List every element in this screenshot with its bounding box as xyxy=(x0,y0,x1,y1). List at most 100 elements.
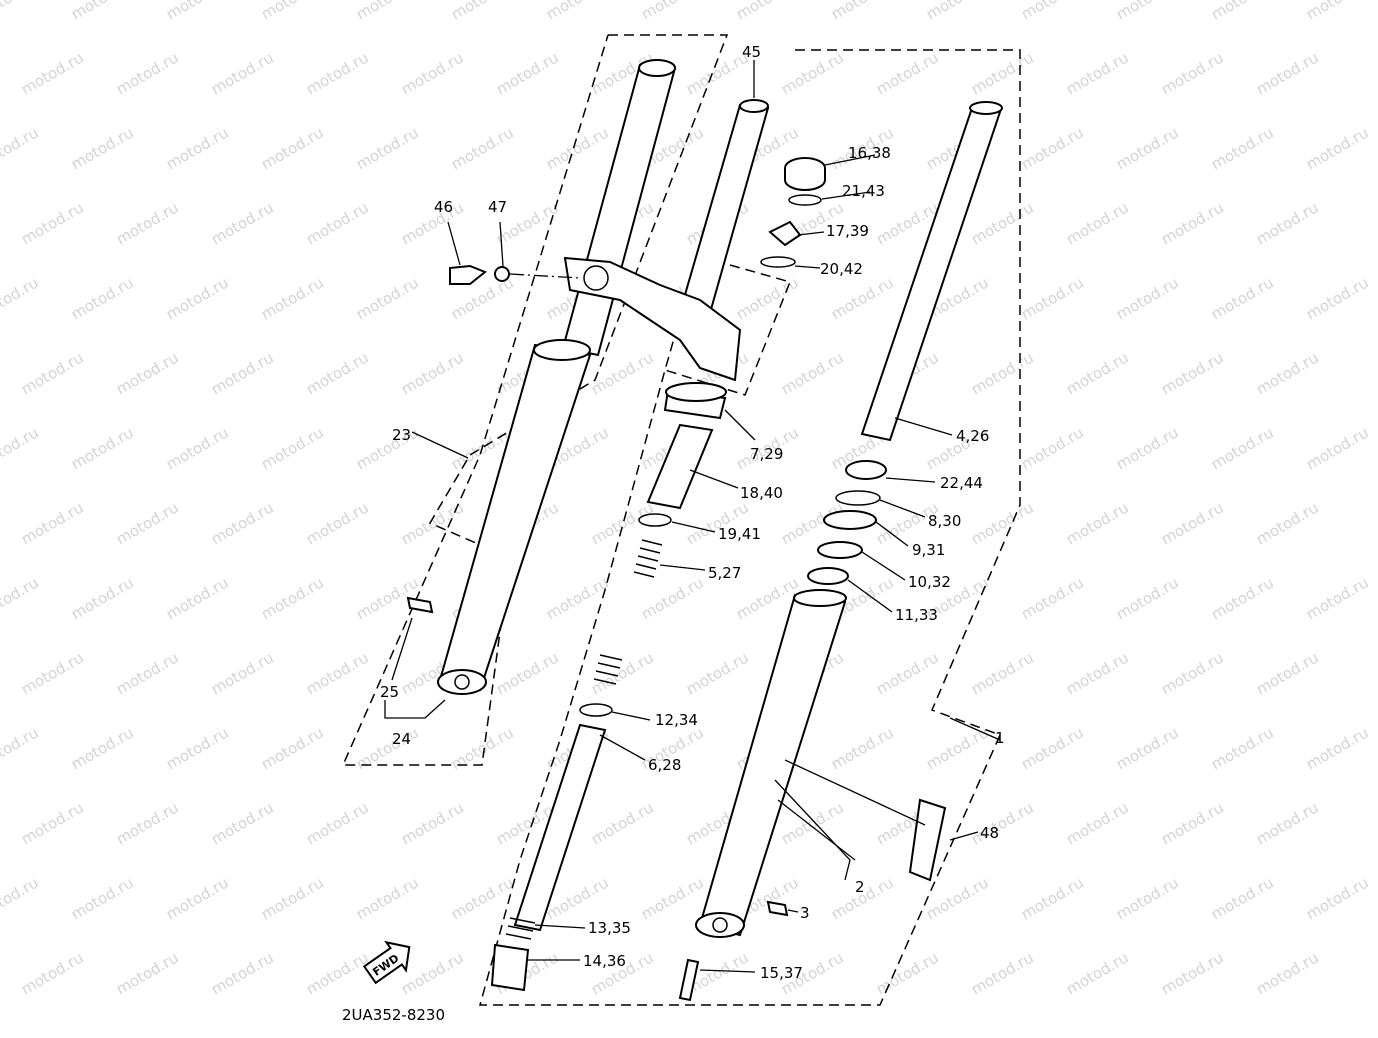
lead-7 xyxy=(724,409,756,441)
label-48: 48 xyxy=(980,824,999,842)
lead-21 xyxy=(821,191,871,200)
lead-48a xyxy=(784,759,926,826)
watermark-text: motod.ru xyxy=(1158,498,1227,548)
watermark-text: motod.ru xyxy=(968,48,1037,98)
watermark-text: motod.ru xyxy=(398,198,467,248)
watermark-text: motod.ru xyxy=(1113,873,1182,923)
watermark-text: motod.ru xyxy=(353,873,422,923)
watermark-text: motod.ru xyxy=(448,723,517,773)
watermark-text: motod.ru xyxy=(208,498,277,548)
watermark-text: motod.ru xyxy=(543,0,612,23)
oil-seal-9 xyxy=(823,510,877,530)
lead-9 xyxy=(875,521,909,547)
lead-17 xyxy=(797,231,825,236)
watermark-text: motod.ru xyxy=(113,48,182,98)
lead-16 xyxy=(824,154,876,166)
bolt-15 xyxy=(678,958,700,1002)
steering-shaft-top xyxy=(739,99,769,113)
bracket-clamp-hole xyxy=(583,265,609,291)
lead-25 xyxy=(391,617,413,681)
label-7-29: 7,29 xyxy=(750,445,783,463)
left-inner-tube-cap xyxy=(638,59,676,77)
watermark-text: motod.ru xyxy=(1303,123,1372,173)
watermark-text: motod.ru xyxy=(1158,648,1227,698)
watermark-text: motod.ru xyxy=(448,0,517,23)
watermark-text: motod.ru xyxy=(353,0,422,23)
watermark-text: motod.ru xyxy=(18,948,87,998)
lead-20 xyxy=(794,265,821,269)
label-12-34: 12,34 xyxy=(655,711,698,729)
label-15-37: 15,37 xyxy=(760,964,803,982)
watermark-text: motod.ru xyxy=(968,498,1037,548)
watermark-text: motod.ru xyxy=(258,573,327,623)
watermark-text: motod.ru xyxy=(208,948,277,998)
label-23: 23 xyxy=(392,426,411,444)
watermark-text: motod.ru xyxy=(163,273,232,323)
watermark-text: motod.ru xyxy=(208,48,277,98)
watermark-text: motod.ru xyxy=(163,0,232,23)
part-labels: 45 16,38 21,43 17,39 20,42 46 47 7,29 18… xyxy=(380,43,1005,982)
lead-2a xyxy=(774,779,851,881)
bolt-25 xyxy=(406,596,434,614)
label-18-40: 18,40 xyxy=(740,484,783,502)
lead-47 xyxy=(499,221,504,267)
watermark-text: motod.ru xyxy=(968,948,1037,998)
watermark-text: motod.ru xyxy=(113,348,182,398)
watermark-text: motod.ru xyxy=(113,498,182,548)
watermark-text: motod.ru xyxy=(493,648,562,698)
watermark-text: motod.ru xyxy=(968,348,1037,398)
bolt-axis-line xyxy=(509,273,581,279)
label-11-33: 11,33 xyxy=(895,606,938,624)
watermark-text: motod.ru xyxy=(1113,0,1182,23)
watermark-text: motod.ru xyxy=(353,123,422,173)
left-axle-boss xyxy=(437,669,487,695)
bolt-3 xyxy=(766,900,789,917)
watermark-text: motod.ru xyxy=(68,573,137,623)
watermark-text: motod.ru xyxy=(0,423,42,473)
watermark-text: motod.ru xyxy=(353,273,422,323)
watermark-text: motod.ru xyxy=(873,648,942,698)
label-5-27: 5,27 xyxy=(708,564,741,582)
label-46: 46 xyxy=(434,198,453,216)
diagram-code: 2UA352-8230 xyxy=(342,1006,445,1024)
watermark-text: motod.ru xyxy=(873,48,942,98)
watermark-text: motod.ru xyxy=(1208,573,1277,623)
watermark-text: motod.ru xyxy=(1253,948,1322,998)
watermark-text: motod.ru xyxy=(828,723,897,773)
cap-bolt-16-side xyxy=(784,168,826,191)
watermark-text: motod.ru xyxy=(18,498,87,548)
watermark-text: motod.ru xyxy=(353,423,422,473)
watermark-text: motod.ru xyxy=(923,0,992,23)
watermark-text: motod.ru xyxy=(968,648,1037,698)
watermark-text: motod.ru xyxy=(1063,798,1132,848)
watermark-text: motod.ru xyxy=(398,348,467,398)
watermark-text: motod.ru xyxy=(113,948,182,998)
damper-rod-6 xyxy=(513,723,607,932)
seal-11 xyxy=(807,567,849,585)
watermark-text: motod.ru xyxy=(258,423,327,473)
watermark-text: motod.ru xyxy=(68,873,137,923)
watermark-text: motod.ru xyxy=(638,873,707,923)
watermark-text: motod.ru xyxy=(303,198,372,248)
watermark-text: motod.ru xyxy=(303,348,372,398)
lead-46 xyxy=(447,221,461,266)
spring-5-top xyxy=(633,539,663,578)
lead-1 xyxy=(949,717,1001,741)
nut-47 xyxy=(494,266,510,282)
label-47: 47 xyxy=(488,198,507,216)
piece-14 xyxy=(490,943,530,992)
watermark-text: motod.ru xyxy=(1018,0,1087,23)
watermark-text: motod.ru xyxy=(18,798,87,848)
watermark-text: motod.ru xyxy=(1113,573,1182,623)
right-axle-hole xyxy=(712,917,728,933)
damper-internals xyxy=(490,382,727,992)
lead-18 xyxy=(689,469,739,489)
label-24: 24 xyxy=(392,730,411,748)
watermark-text: motod.ru xyxy=(208,648,277,698)
watermark-text: motod.ru xyxy=(1208,123,1277,173)
right-axle-boss xyxy=(695,912,745,938)
watermark-text: motod.ru xyxy=(1303,273,1372,323)
watermark-text: motod.ru xyxy=(303,48,372,98)
watermark-text: motod.ru xyxy=(638,573,707,623)
